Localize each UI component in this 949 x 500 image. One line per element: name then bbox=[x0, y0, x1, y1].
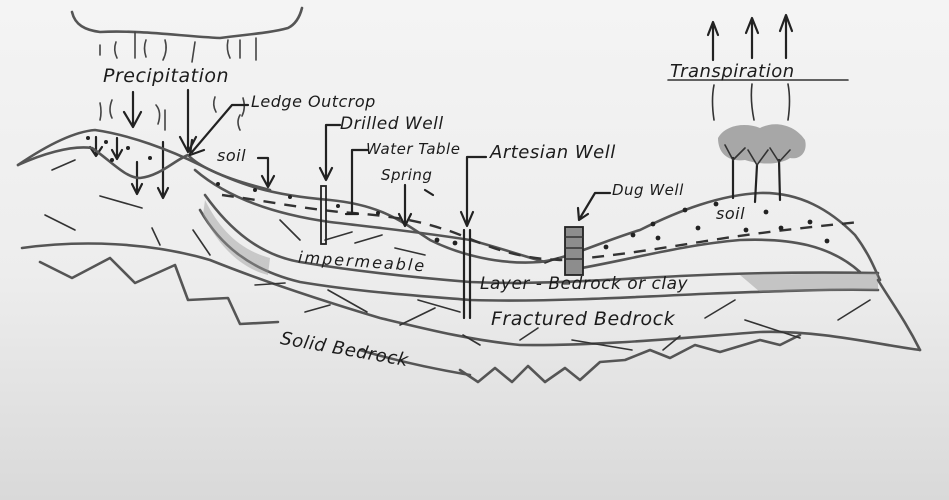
label-dug-well: Dug Well bbox=[612, 181, 684, 199]
label-precipitation: Precipitation bbox=[103, 65, 230, 87]
fracture-marks bbox=[44, 159, 871, 351]
rain-icon bbox=[99, 31, 257, 131]
label-layer: Layer - Bedrock or clay bbox=[480, 274, 689, 294]
label-drilled-well: Drilled Well bbox=[340, 114, 444, 134]
label-spring: Spring bbox=[381, 166, 433, 184]
label-soil-right: soil bbox=[716, 204, 746, 223]
infiltration-arrows bbox=[88, 88, 198, 200]
label-fractured-bedrock: Fractured Bedrock bbox=[491, 308, 676, 330]
soil-dots bbox=[86, 136, 830, 250]
transpiration-arrows bbox=[667, 13, 849, 121]
trees-icon bbox=[718, 124, 806, 204]
label-water-table: Water Table bbox=[366, 140, 461, 158]
label-ledge-outcrop: Ledge Outcrop bbox=[251, 92, 376, 111]
label-artesian-well: Artesian Well bbox=[490, 142, 616, 163]
cloud-icon bbox=[70, 6, 304, 40]
drilled-well-casing bbox=[320, 185, 327, 245]
label-soil-left: soil bbox=[217, 146, 247, 165]
label-transpiration: Transpiration bbox=[670, 61, 795, 82]
dug-well bbox=[564, 226, 584, 276]
